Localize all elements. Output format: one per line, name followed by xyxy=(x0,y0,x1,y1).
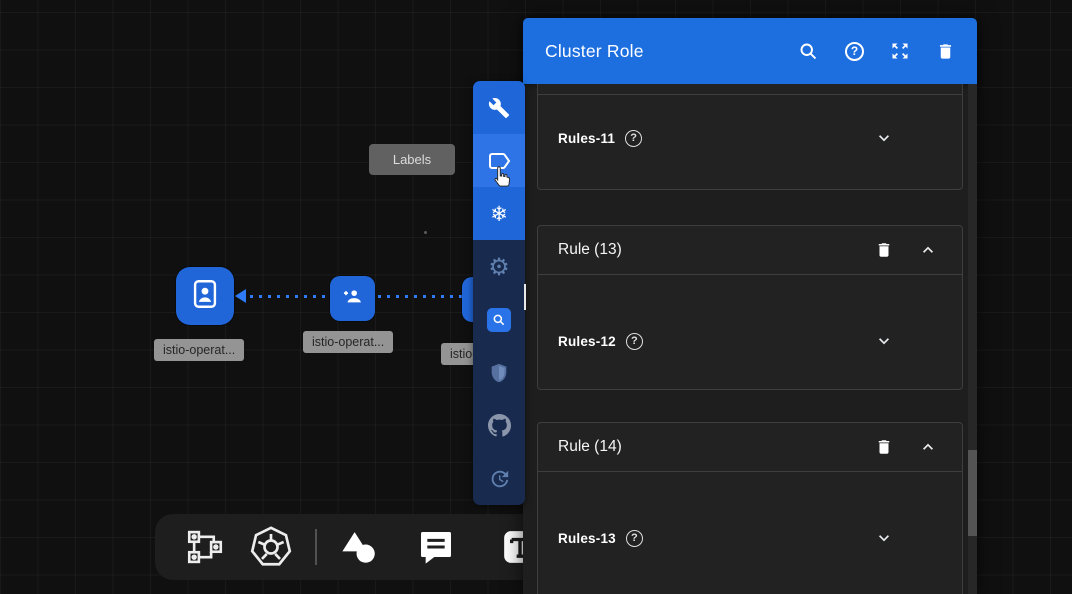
comment-icon[interactable] xyxy=(405,527,467,567)
panel-header-icons: ? xyxy=(798,41,955,62)
help-icon[interactable]: ? xyxy=(625,129,643,147)
chevron-down-icon[interactable] xyxy=(874,528,894,548)
panel-scrollbar[interactable] xyxy=(968,84,977,594)
rule-card-clipped-header xyxy=(538,84,962,95)
trash-icon[interactable] xyxy=(875,438,893,456)
field-label: Rules-13 xyxy=(558,530,616,546)
scan-icon[interactable] xyxy=(473,293,525,346)
field-label: Rules-11 xyxy=(558,130,616,146)
label-icon[interactable] xyxy=(473,134,525,187)
expand-icon[interactable] xyxy=(890,41,910,61)
trash-icon[interactable] xyxy=(936,42,955,61)
rule-title: Rule (14) xyxy=(558,438,622,455)
scrollbar-thumb[interactable] xyxy=(968,450,977,536)
chevron-down-icon[interactable] xyxy=(874,331,894,351)
search-icon[interactable] xyxy=(798,41,819,62)
node-label: istio-operat... xyxy=(154,339,245,361)
rule-card-14: Rule (14) Rules-13 ? xyxy=(537,422,963,594)
rule-card-header: Rule (14) xyxy=(538,423,962,472)
github-icon[interactable] xyxy=(473,399,525,452)
rule-card-13: Rule (13) Rules-12 ? xyxy=(537,225,963,390)
field-row[interactable]: Rules-13 ? xyxy=(538,517,962,559)
edge-arrowhead-icon xyxy=(235,289,246,303)
wrench-icon[interactable] xyxy=(473,81,525,134)
node-istio-operator-2[interactable] xyxy=(330,276,375,321)
help-icon[interactable]: ? xyxy=(625,332,643,350)
snowflake-icon[interactable]: ❄ xyxy=(473,187,525,240)
field-row[interactable]: Rules-12 ? xyxy=(538,320,962,362)
node-istio-operator-1[interactable] xyxy=(176,267,234,325)
panel-resize-handle[interactable] xyxy=(524,284,526,310)
cluster-role-panel: Cluster Role ? xyxy=(523,18,977,594)
chevron-up-icon[interactable] xyxy=(918,437,938,457)
help-icon[interactable]: ? xyxy=(625,529,643,547)
canvas-dot xyxy=(424,231,427,234)
shapes-icon[interactable] xyxy=(327,526,391,568)
edge-dotted-2 xyxy=(378,295,462,298)
side-toolbar: ❄ ⚙ xyxy=(473,81,525,505)
rule-card-header: Rule (13) xyxy=(538,226,962,275)
toolbar-divider xyxy=(315,529,317,565)
chevron-down-icon[interactable] xyxy=(874,128,894,148)
rule-title: Rule (13) xyxy=(558,241,622,258)
gear-glyph: ⚙ xyxy=(488,252,510,281)
node-label: istio-operat... xyxy=(303,331,394,353)
trash-icon[interactable] xyxy=(875,241,893,259)
rule-card-partial: Rules-11 ? xyxy=(537,84,963,190)
users-icon xyxy=(339,283,366,315)
id-badge-icon xyxy=(188,277,222,316)
gear-icon[interactable]: ⚙ xyxy=(473,240,525,293)
flow-diagram-icon[interactable] xyxy=(173,526,237,568)
panel-header: Cluster Role ? xyxy=(523,18,977,84)
snowflake-glyph: ❄ xyxy=(490,201,508,226)
chevron-up-icon[interactable] xyxy=(918,240,938,260)
help-icon[interactable]: ? xyxy=(845,41,864,61)
kubernetes-icon[interactable] xyxy=(237,524,305,570)
field-row[interactable]: Rules-11 ? xyxy=(538,117,962,159)
labels-tooltip: Labels xyxy=(369,144,455,175)
history-icon[interactable] xyxy=(473,452,525,505)
panel-body: Rules-11 ? Rule (13) xyxy=(523,84,977,594)
help-glyph: ? xyxy=(845,41,864,61)
field-label: Rules-12 xyxy=(558,333,616,349)
edge-dotted-1 xyxy=(250,295,330,298)
shield-icon[interactable] xyxy=(473,346,525,399)
scan-chip xyxy=(487,307,511,332)
panel-title: Cluster Role xyxy=(545,40,644,61)
